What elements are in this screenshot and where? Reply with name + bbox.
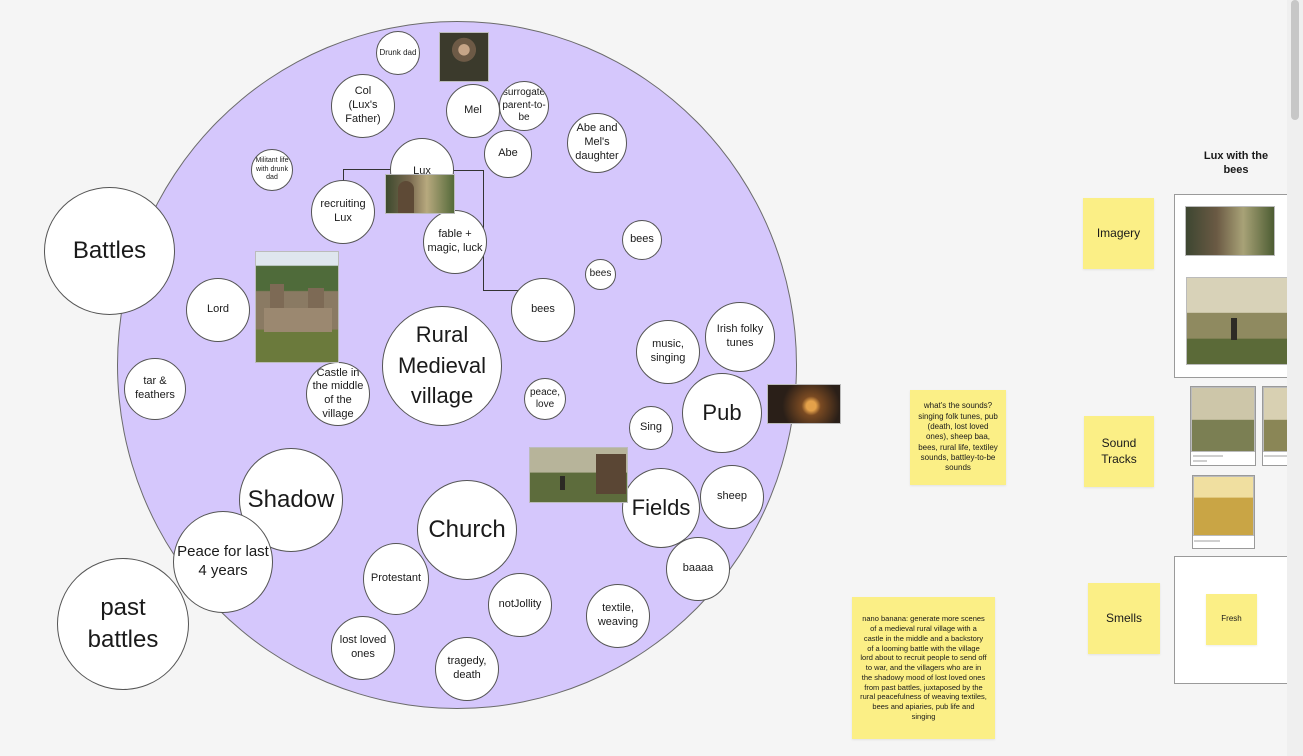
bubble-mel[interactable]: Mel xyxy=(446,84,500,138)
bubble-bees[interactable]: bees xyxy=(622,220,662,260)
thumb-caption-line xyxy=(1193,455,1223,457)
sound-thumb-image[interactable] xyxy=(1193,476,1254,536)
cottage-shape xyxy=(596,454,626,494)
label-fresh[interactable]: Fresh xyxy=(1206,594,1257,645)
bubble-fields[interactable]: Fields xyxy=(622,468,700,548)
bubble-drunk-dad[interactable]: Drunk dad xyxy=(376,31,420,75)
sound-thumb-image[interactable] xyxy=(1191,387,1255,452)
lux-figure-shape xyxy=(398,181,414,214)
bubble-battles[interactable]: Battles xyxy=(44,187,175,315)
bubble-pub[interactable]: Pub xyxy=(682,373,762,453)
bubble-abe-mel-daughter[interactable]: Abe and Mel's daughter xyxy=(567,113,627,173)
bubble-sing[interactable]: Sing xyxy=(629,406,673,450)
bubble-surrogate[interactable]: surrogate parent-to-be xyxy=(499,81,549,131)
bubble-tar-feathers[interactable]: tar & feathers xyxy=(124,358,186,420)
bubble-lost-loved-ones[interactable]: lost loved ones xyxy=(331,616,395,680)
bubble-recruiting-lux[interactable]: recruiting Lux xyxy=(311,180,375,244)
connector-line xyxy=(483,290,518,291)
pub-image[interactable] xyxy=(767,384,841,424)
connector-line xyxy=(453,170,483,171)
bubble-fable-magic[interactable]: fable + magic, luck xyxy=(423,210,487,274)
portrait-image-mel[interactable] xyxy=(439,32,489,82)
bubble-notjollity[interactable]: notJollity xyxy=(488,573,552,637)
bubble-center-rural-medieval-village[interactable]: Rural Medieval village xyxy=(382,306,502,426)
label-smells[interactable]: Smells xyxy=(1088,583,1160,654)
bubble-bees[interactable]: bees xyxy=(585,259,616,290)
figure-shape xyxy=(560,476,565,490)
bubble-peace-love[interactable]: peace, love xyxy=(524,378,566,420)
bubble-bees[interactable]: bees xyxy=(511,278,575,342)
bubble-militant-life[interactable]: Militant life with drunk dad xyxy=(251,149,293,191)
bubble-music-singing[interactable]: music, singing xyxy=(636,320,700,384)
bubble-col[interactable]: Col (Lux's Father) xyxy=(331,74,395,138)
label-sound-tracks[interactable]: Sound Tracks xyxy=(1084,416,1154,487)
note-nano-banana[interactable]: nano banana: generate more scenes of a m… xyxy=(852,597,995,739)
bubble-tragedy-death[interactable]: tragedy, death xyxy=(435,637,499,701)
note-sounds-question[interactable]: what's the sounds? singing folk tunes, p… xyxy=(910,390,1006,485)
village-path-image[interactable] xyxy=(529,447,628,503)
bubble-sheep[interactable]: sheep xyxy=(700,465,764,529)
bubble-protestant[interactable]: Protestant xyxy=(363,543,429,615)
bubble-past-battles[interactable]: past battles xyxy=(57,558,189,690)
lux-image[interactable] xyxy=(385,174,455,214)
castle-image[interactable] xyxy=(255,251,339,363)
label-imagery[interactable]: Imagery xyxy=(1083,198,1154,269)
castle-wall-shape xyxy=(264,308,332,332)
scrollbar-thumb[interactable] xyxy=(1291,0,1299,120)
thumb-caption-line xyxy=(1193,460,1207,462)
bubble-abe[interactable]: Abe xyxy=(484,130,532,178)
bubble-baaaa[interactable]: baaaa xyxy=(666,537,730,601)
panel-title: Lux with the bees xyxy=(1196,149,1276,178)
imagery-lux-bees-image[interactable] xyxy=(1185,206,1275,256)
bubble-church[interactable]: Church xyxy=(417,480,517,580)
bubble-castle[interactable]: Castle in the middle of the village xyxy=(306,362,370,426)
bubble-lord[interactable]: Lord xyxy=(186,278,250,342)
bubble-irish-folky-tunes[interactable]: Irish folky tunes xyxy=(705,302,775,372)
imagery-path-image[interactable] xyxy=(1186,277,1303,365)
figure-shape xyxy=(1231,318,1237,340)
bubble-textile-weaving[interactable]: textile, weaving xyxy=(586,584,650,648)
connector-line xyxy=(343,169,391,170)
thumb-caption-line xyxy=(1194,540,1220,542)
bubble-peace-last-4-years[interactable]: Peace for last 4 years xyxy=(173,511,273,613)
